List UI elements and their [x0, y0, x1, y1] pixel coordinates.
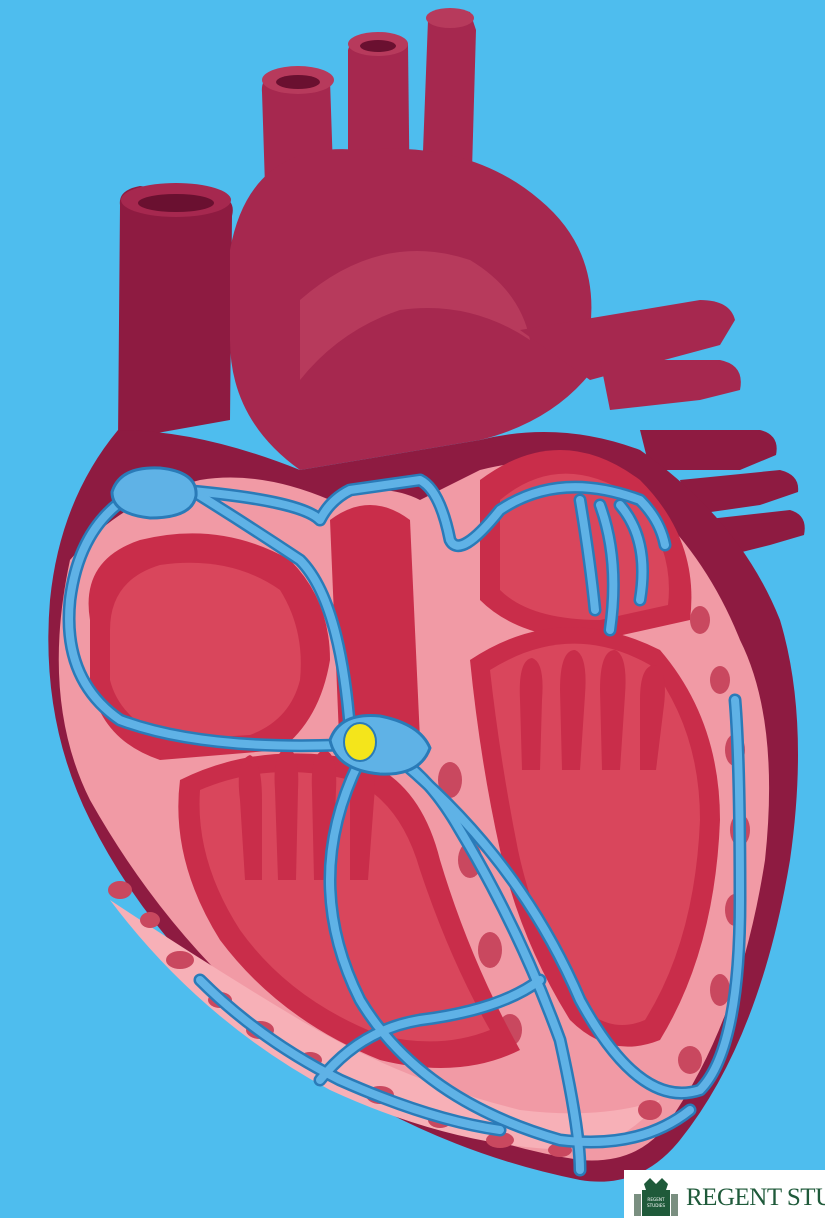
svg-text:STUDIES: STUDIES: [647, 1203, 665, 1208]
superior-vena-cava: [118, 186, 233, 440]
svg-text:REGENT: REGENT: [647, 1197, 665, 1202]
sinoatrial-node: [112, 468, 196, 518]
regent-studies-logo: REGENT STUDIES REGENT STUDIES: [624, 1170, 825, 1218]
av-node-highlight: [344, 723, 376, 761]
logo-text: REGENT STUDIES: [686, 1184, 825, 1212]
crown-crest-icon: REGENT STUDIES: [630, 1174, 682, 1218]
